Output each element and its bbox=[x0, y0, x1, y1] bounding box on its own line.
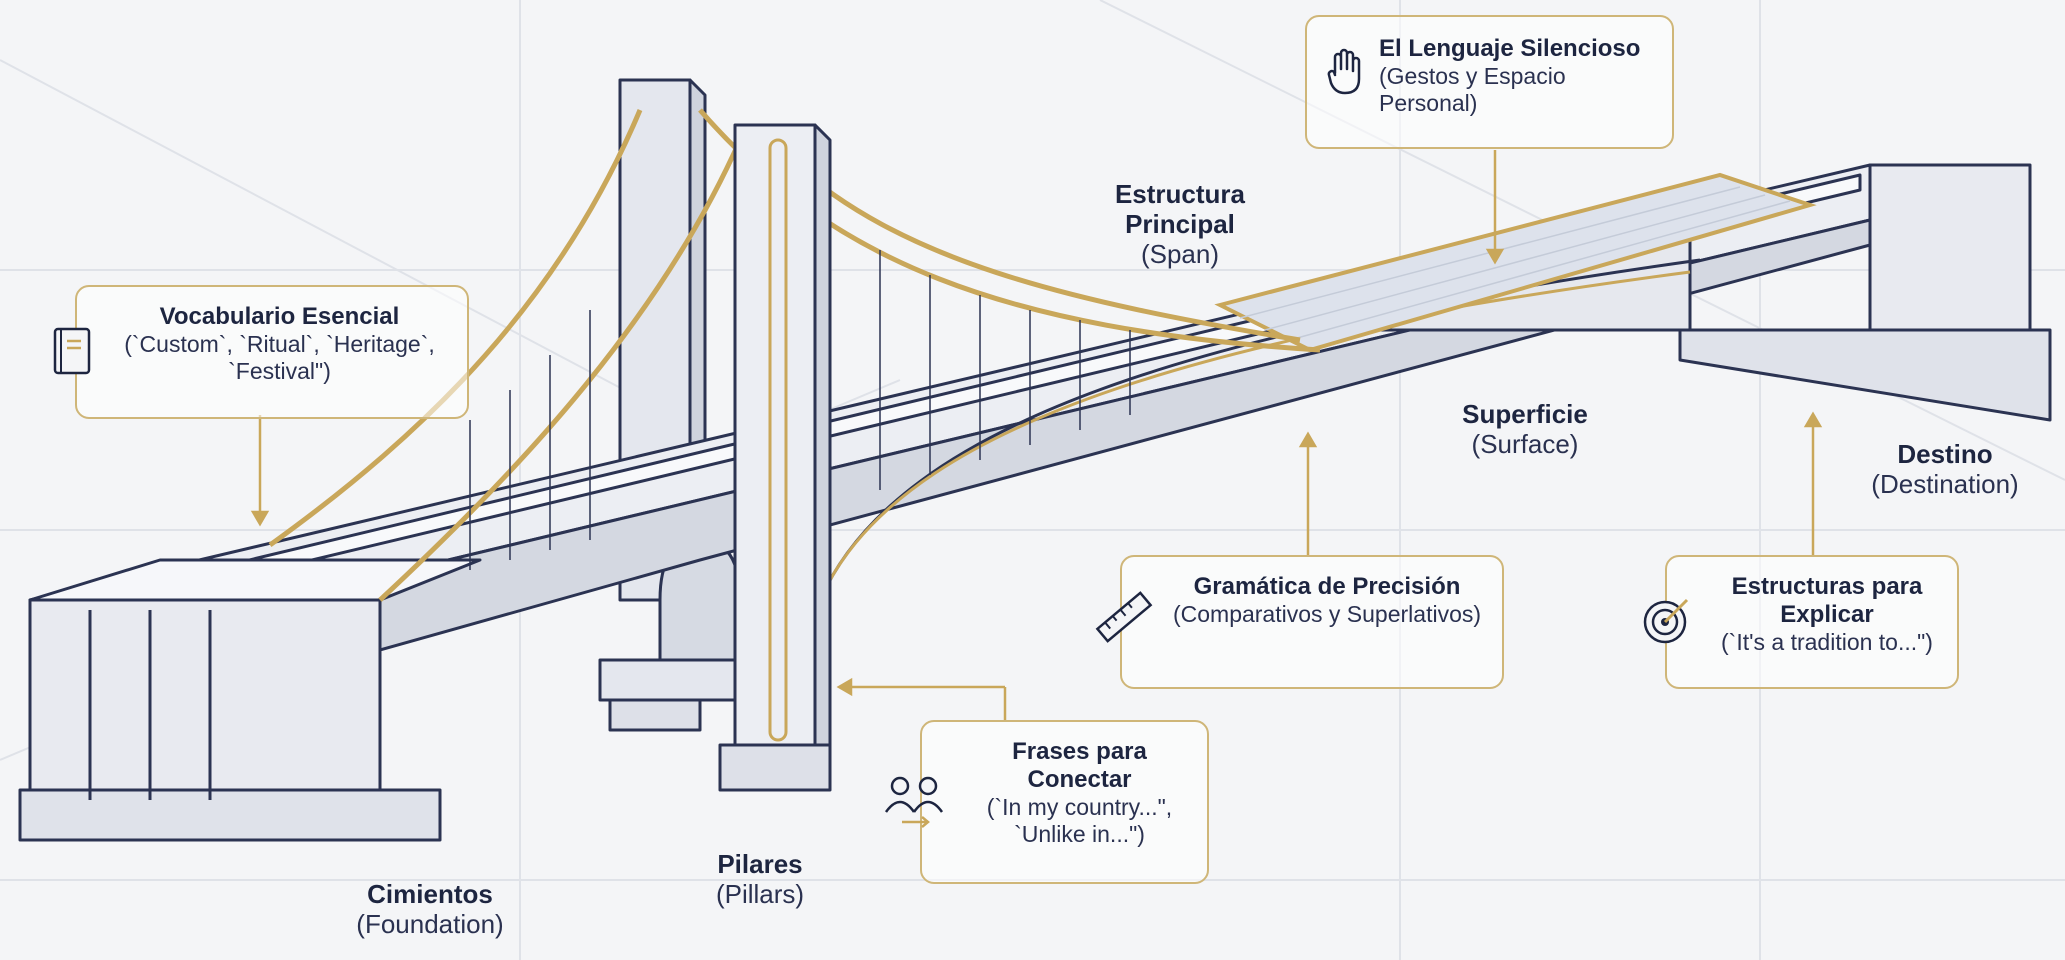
box-silent-language: El Lenguaje Silencioso (Gestos y Espacio… bbox=[1305, 15, 1674, 149]
label-destination: Destino (Destination) bbox=[1871, 439, 2019, 499]
label-surface: Superficie (Surface) bbox=[1462, 399, 1588, 459]
hand-icon bbox=[1327, 48, 1361, 95]
left-abutment bbox=[18, 558, 482, 842]
box-explain: Estructuras para Explicar (`It's a tradi… bbox=[1643, 555, 1959, 689]
box-connect: Frases para Conectar (`In my country..."… bbox=[884, 720, 1209, 884]
rear-pylon bbox=[598, 78, 742, 732]
box-grammar: Gramática de Precisión (Comparativos y S… bbox=[1095, 555, 1504, 689]
ruler-icon bbox=[1095, 591, 1153, 643]
right-abutment bbox=[1678, 163, 2052, 422]
target-icon bbox=[1643, 598, 1689, 644]
box-vocabulary: Vocabulario Esencial (`Custom`, `Ritual`… bbox=[53, 285, 469, 419]
label-pillars: Pilares (Pillars) bbox=[715, 849, 805, 909]
label-foundation: Cimientos (Foundation) bbox=[356, 879, 504, 939]
people-icon bbox=[884, 776, 944, 828]
leader-lines bbox=[250, 150, 1823, 720]
label-span: Estructura Principal (Span) bbox=[1114, 179, 1246, 269]
book-icon bbox=[53, 327, 91, 375]
hanger-cables bbox=[469, 250, 1131, 570]
front-pylon bbox=[718, 123, 832, 792]
